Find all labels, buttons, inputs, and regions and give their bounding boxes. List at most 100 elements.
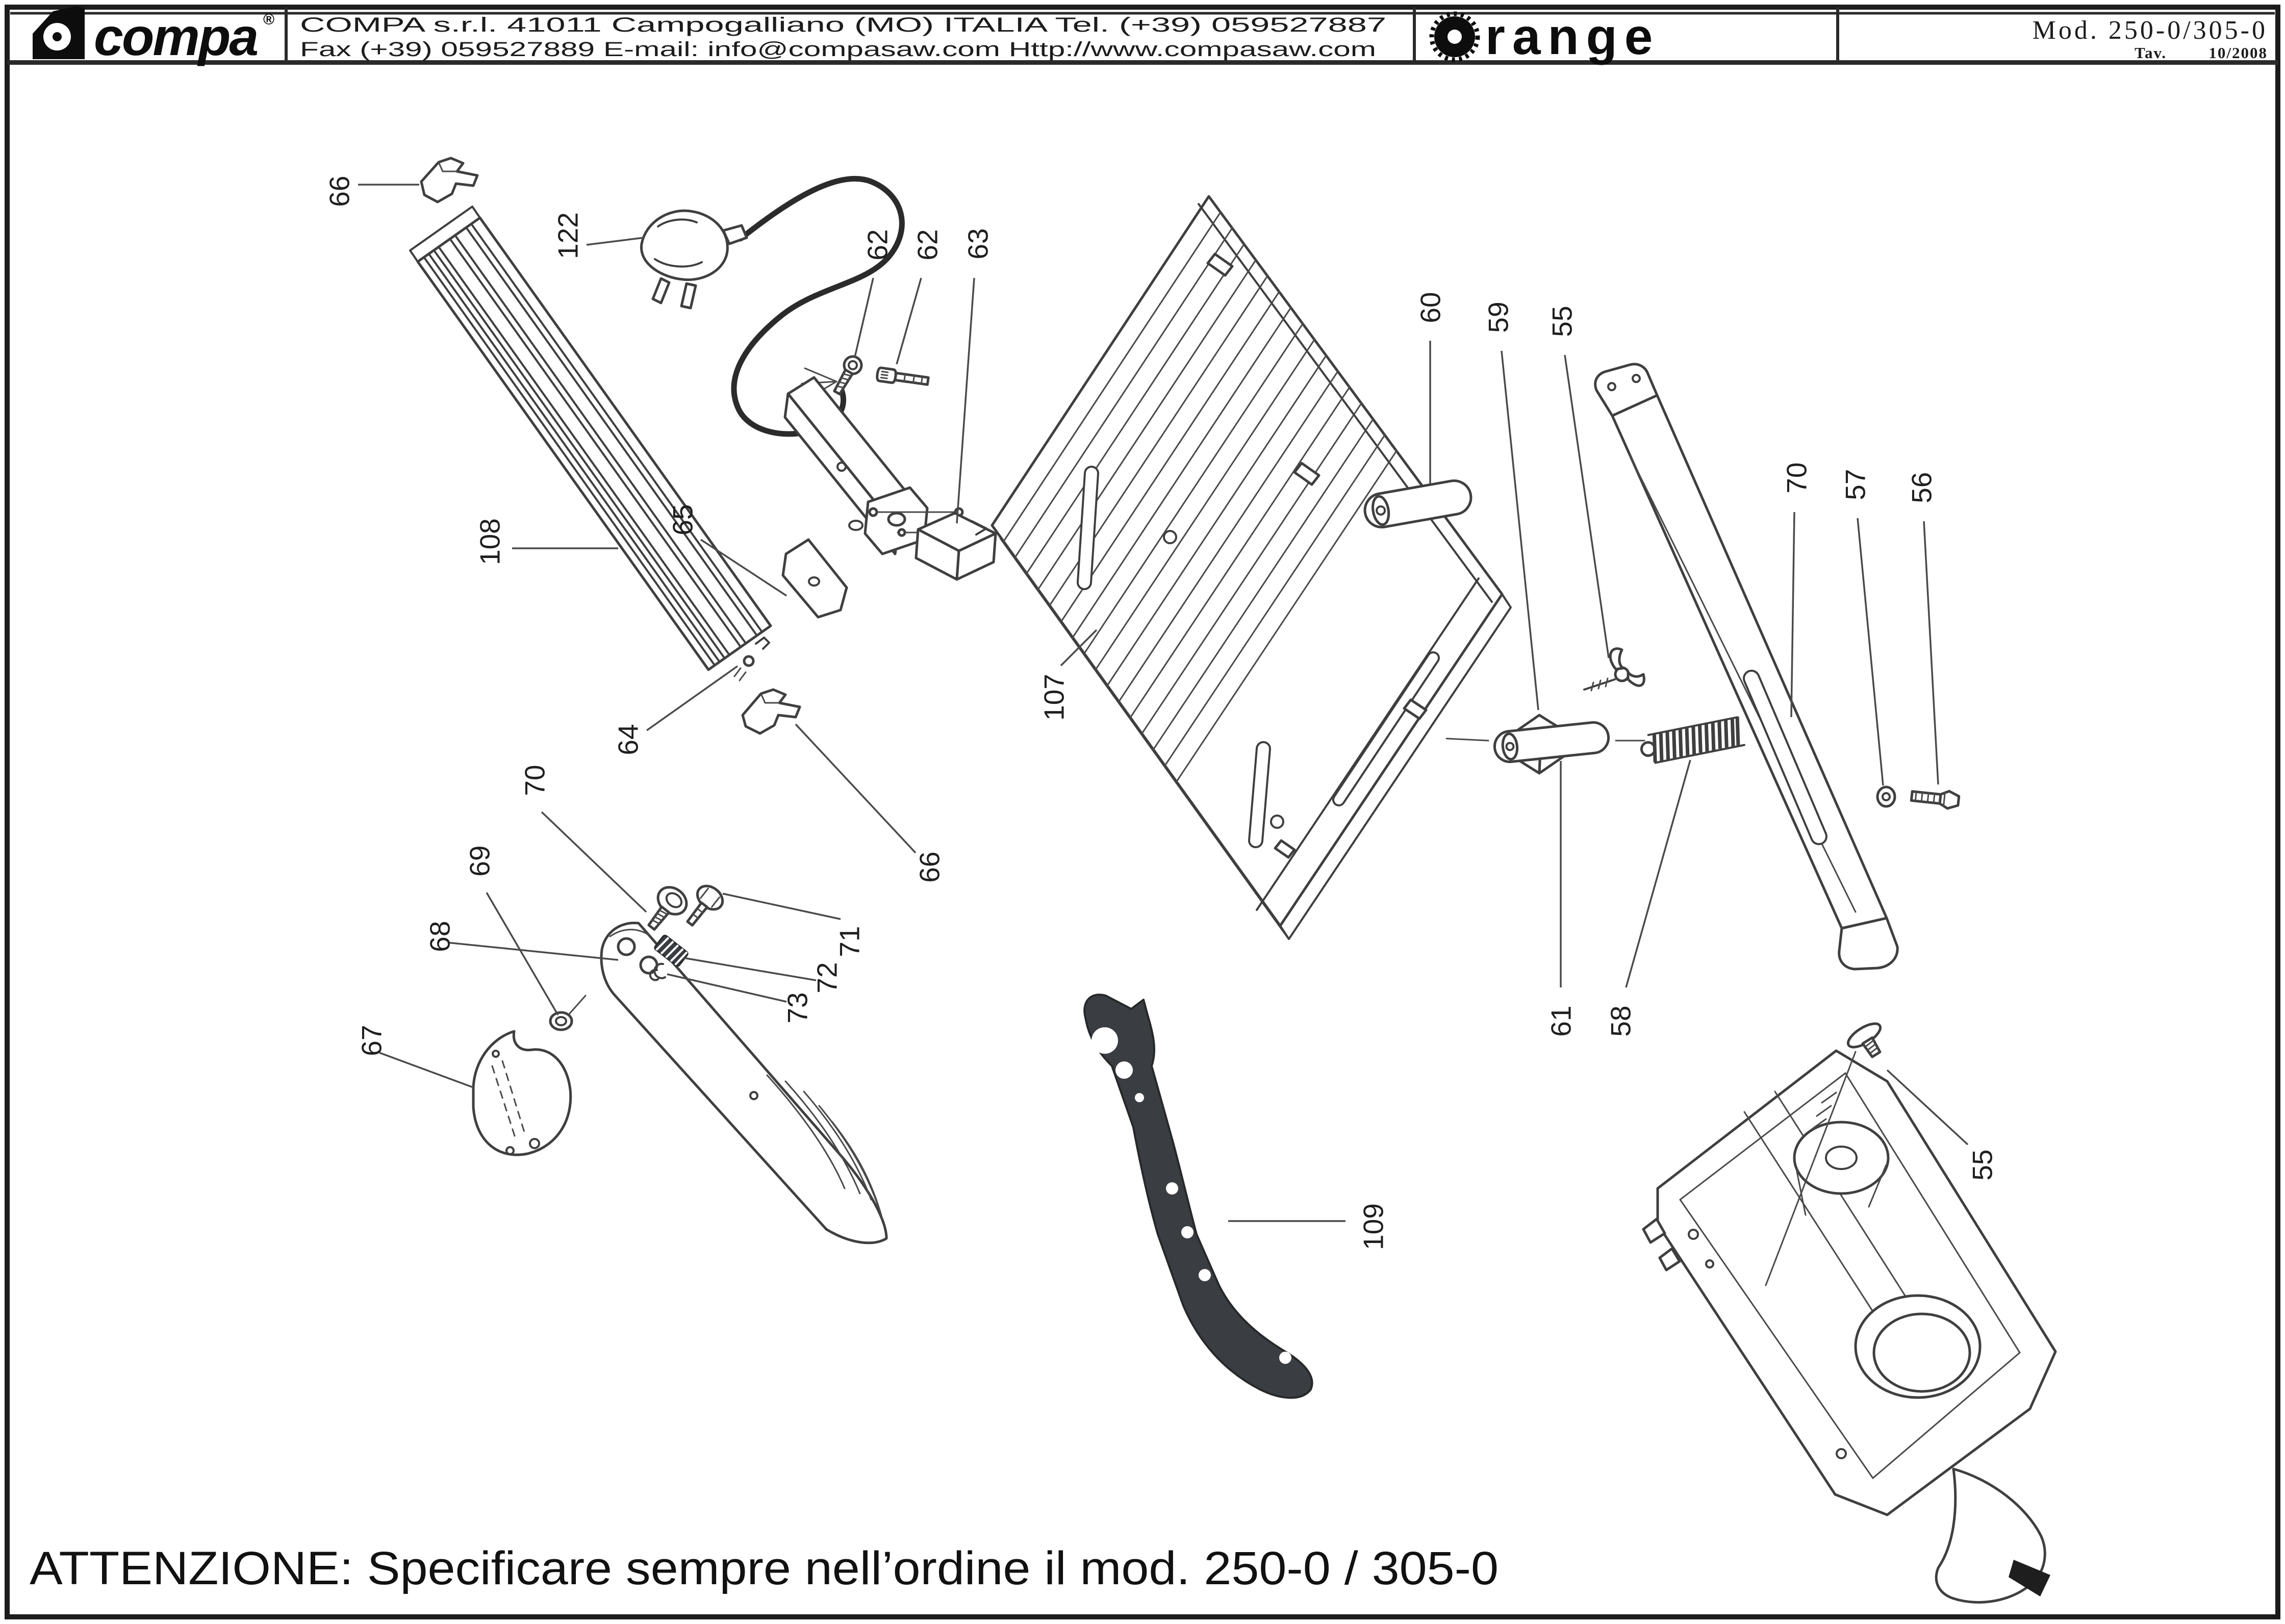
- part-label-122: 122: [552, 212, 583, 259]
- leader-line-59: [1501, 350, 1539, 711]
- part-clip-66-top: [420, 157, 479, 204]
- part-label-70: 70: [519, 765, 550, 796]
- part-label-68: 68: [424, 921, 455, 952]
- sheet-value: 10/2008: [2208, 44, 2268, 62]
- part-spring-72: [654, 934, 689, 967]
- leader-line-63: [956, 277, 975, 524]
- arm-foot: [1838, 917, 1899, 971]
- part-label-70: 70: [1781, 462, 1812, 493]
- part-label-72: 72: [811, 962, 843, 993]
- orange-wordmark: range: [1485, 8, 1660, 65]
- leader-line-69: [486, 892, 559, 1016]
- part-plug-cable-122: [640, 175, 905, 437]
- part-label-60: 60: [1414, 292, 1446, 323]
- part-label-59: 59: [1482, 301, 1514, 333]
- part-screw-62b: [876, 366, 930, 386]
- compa-logo: compa ®: [33, 6, 274, 67]
- part-label-64: 64: [612, 724, 644, 755]
- plug-body: [640, 209, 729, 281]
- part-label-62: 62: [911, 229, 943, 260]
- saw-blade-hole: [1448, 30, 1462, 44]
- handle-arm: [600, 922, 888, 1245]
- part-washer-57: [1876, 785, 1896, 808]
- leader-line-73: [667, 973, 787, 1003]
- part-label-71: 71: [833, 926, 865, 957]
- leader-line-71: [722, 893, 841, 920]
- orange-brand: range: [1429, 8, 1660, 65]
- part-label-57: 57: [1839, 469, 1871, 500]
- part-screw-64: [743, 655, 755, 667]
- leader-line-65: [700, 539, 787, 597]
- part-table-107: [991, 195, 1512, 940]
- part-grommet-69: [549, 995, 587, 1031]
- table-tab: [1206, 252, 1428, 859]
- part-clip-73: [649, 962, 666, 981]
- part-arm-70: [1594, 363, 1899, 971]
- compa-logo-icon-dot: [53, 32, 62, 41]
- part-label-55: 55: [1966, 1149, 1998, 1180]
- company-address: COMPA s.r.l. 41011 Campogalliano (MO) IT…: [300, 14, 1386, 61]
- part-label-67: 67: [356, 1025, 387, 1056]
- model-block: Mod. 250-0/305-0 Tav. 10/2008: [2033, 16, 2268, 62]
- leader-line-68: [447, 942, 619, 961]
- arm-top-flange: [1594, 363, 1659, 417]
- address-line-1: COMPA s.r.l. 41011 Campogalliano (MO) IT…: [300, 14, 1386, 36]
- handle-pivot-boss: [617, 937, 636, 956]
- part-screw-70: [647, 886, 688, 931]
- leader-line-64: [646, 665, 739, 731]
- header-cell-divider-3: [1836, 7, 1839, 63]
- page-border: [5, 5, 2280, 1619]
- leader-line-107: [1060, 629, 1098, 667]
- plug-prong: [651, 277, 671, 304]
- part-rail-108: [409, 206, 772, 681]
- leader-line-55: [1564, 354, 1610, 658]
- part-pin-60: [1363, 479, 1472, 529]
- handle-grip-ribs: [766, 1074, 883, 1220]
- part-housing-assembly: [1642, 1022, 2057, 1604]
- part-spring-58: [1640, 716, 1745, 764]
- motor-boss: [1793, 1121, 1890, 1195]
- header-cell-divider-2: [1413, 7, 1416, 63]
- part-label-107: 107: [1038, 674, 1070, 721]
- leader-line-58: [1625, 759, 1691, 988]
- leader-line-72: [683, 957, 817, 981]
- part-clip-66-mid: [741, 688, 801, 735]
- plug-prong: [680, 282, 697, 310]
- guard-grip-pad: [2009, 1560, 2050, 1596]
- part-label-58: 58: [1605, 1005, 1636, 1036]
- part-cover-67: [472, 1030, 572, 1156]
- part-support-109: [1083, 994, 1313, 1399]
- part-bolt-56: [1910, 790, 1961, 810]
- leader-line-62: [854, 277, 874, 358]
- warning-text: ATTENZIONE: Specificare sempre nell’ordi…: [30, 1542, 1499, 1594]
- leader-line-56: [1923, 521, 1939, 785]
- part-screw-71: [686, 884, 724, 927]
- saw-blade-teeth: [1429, 11, 1480, 62]
- part-wingbolt-55: [1583, 647, 1645, 692]
- part-label-66: 66: [323, 175, 355, 207]
- address-line-2: Fax (+39) 059527889 E-mail: info@compasa…: [300, 38, 1376, 61]
- leader-line-70: [541, 811, 647, 913]
- leader-line-67: [379, 1052, 474, 1088]
- part-label-62: 62: [861, 229, 893, 260]
- part-label-55: 55: [1546, 306, 1578, 337]
- header-divider: [7, 60, 2278, 65]
- part-label-61: 61: [1545, 1005, 1577, 1036]
- leader-line-122: [586, 237, 644, 246]
- part-block-63: [915, 512, 997, 581]
- table-ribs: [1003, 211, 1398, 782]
- part-handle-assembly: [472, 884, 888, 1245]
- model-number: Mod. 250-0/305-0: [2033, 16, 2268, 45]
- leader-line-70: [1790, 512, 1795, 718]
- part-label-108: 108: [474, 518, 505, 565]
- part-label-109: 109: [1357, 1203, 1389, 1250]
- registered-mark: ®: [263, 11, 274, 28]
- compa-logo-text: compa: [94, 8, 257, 67]
- part-label-69: 69: [464, 845, 495, 876]
- leader-line-55: [1886, 1069, 1969, 1146]
- leader-line-66: [795, 723, 917, 854]
- part-screw-62a: [833, 355, 863, 396]
